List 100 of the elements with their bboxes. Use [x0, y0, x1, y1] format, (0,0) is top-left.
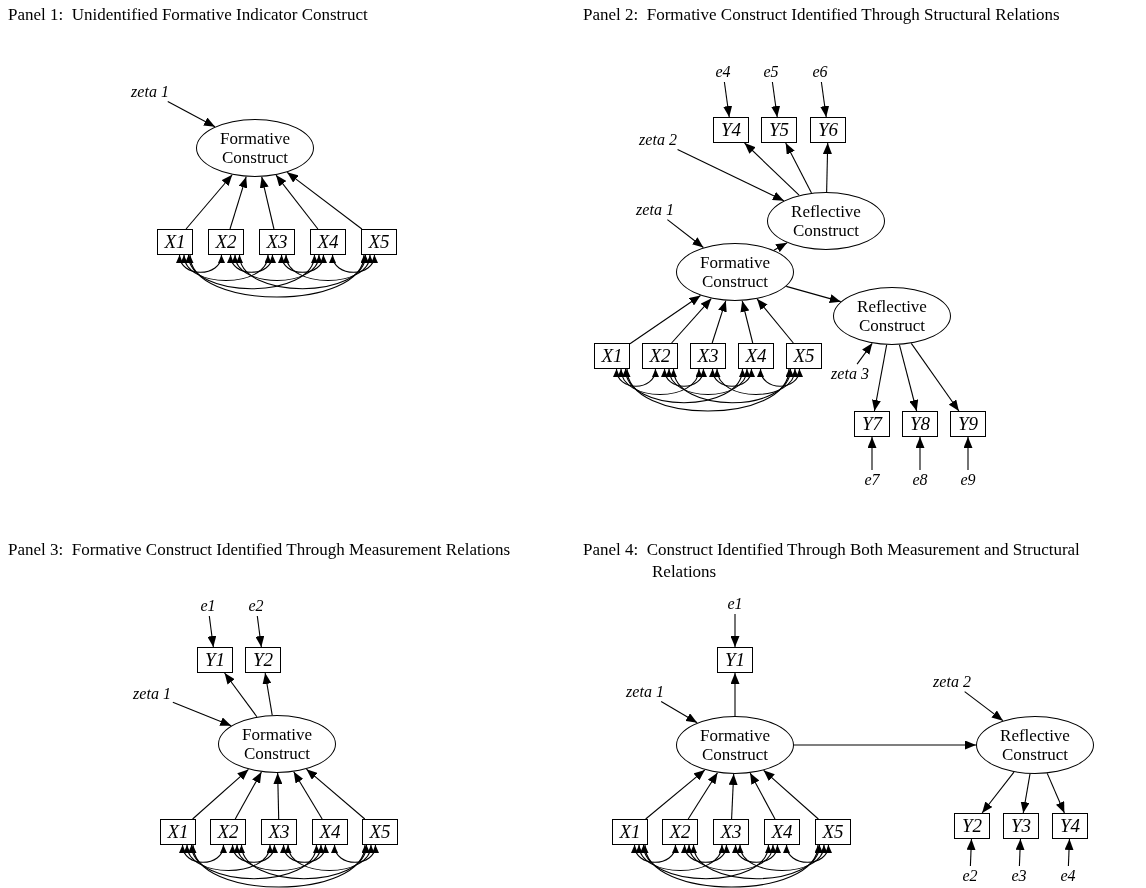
variable-box: Y2	[954, 813, 990, 839]
arrow	[730, 613, 740, 648]
error-term-label: e2	[247, 597, 265, 615]
variable-box: X2	[642, 343, 678, 369]
variable-box: Y9	[950, 411, 986, 437]
arrow	[867, 436, 877, 471]
covariance-arc	[180, 844, 226, 863]
variable-box: X2	[662, 819, 698, 845]
covariance-arc	[182, 254, 270, 282]
error-term-label: e8	[911, 471, 929, 489]
covariance-arc	[738, 844, 826, 872]
arrow	[872, 344, 888, 412]
arrow	[711, 300, 727, 344]
variable-box: X4	[738, 343, 774, 369]
covariance-arc	[643, 844, 820, 888]
covariance-arc	[687, 844, 775, 872]
variable-box: X4	[764, 819, 800, 845]
error-term-label: zeta 2	[932, 673, 972, 691]
error-term-label: e3	[1010, 867, 1028, 885]
arrow	[273, 772, 283, 820]
variable-box: Y1	[197, 647, 233, 673]
variable-box: X5	[362, 819, 398, 845]
arrow	[966, 838, 976, 867]
arrow	[749, 772, 776, 820]
covariance-arc	[186, 254, 317, 290]
variable-box: Y3	[1003, 813, 1039, 839]
variable-box: X4	[310, 229, 346, 255]
error-term-label: zeta 3	[830, 365, 870, 383]
arrow	[915, 436, 925, 471]
covariance-arc	[230, 844, 277, 863]
arrow	[785, 142, 813, 194]
arrow	[1015, 838, 1025, 867]
error-term-label: e6	[811, 63, 829, 81]
arrow	[964, 691, 1004, 722]
variable-box: X3	[261, 819, 297, 845]
covariance-arc	[667, 368, 749, 396]
variable-box: X1	[157, 229, 193, 255]
variable-box: Y4	[713, 117, 749, 143]
variable-box: X3	[259, 229, 295, 255]
arrow	[771, 81, 781, 118]
arrow	[172, 701, 232, 727]
covariance-arc	[239, 844, 369, 880]
covariance-arc	[279, 254, 326, 273]
error-term-label: e4	[1059, 867, 1077, 885]
variable-box: Y4	[1052, 813, 1088, 839]
error-term-label: e1	[199, 597, 217, 615]
error-term-label: e2	[961, 867, 979, 885]
error-term-label: zeta 1	[130, 83, 170, 101]
covariance-arc	[632, 844, 678, 863]
arrow	[185, 174, 233, 230]
covariance-arc	[332, 844, 378, 863]
construct-ellipse: Formative Construct	[676, 716, 794, 774]
error-term-label: e1	[726, 595, 744, 613]
panel-title: Panel 2: Formative Construct Identified Through Structural Relations	[583, 4, 1061, 26]
variable-box: X5	[815, 819, 851, 845]
arrow	[255, 615, 265, 648]
variable-box: X1	[612, 819, 648, 845]
error-term-label: zeta 1	[132, 685, 172, 703]
arrow	[744, 142, 800, 196]
arrow	[820, 81, 830, 118]
arrow	[645, 769, 706, 820]
error-term-label: e7	[863, 471, 881, 489]
covariance-arc	[286, 844, 373, 872]
covariance-arc	[330, 254, 377, 273]
variable-box: Y2	[245, 647, 281, 673]
arrow	[286, 171, 363, 230]
variable-box: Y7	[854, 411, 890, 437]
covariance-arc	[235, 844, 323, 872]
arrow	[167, 100, 216, 128]
arrow	[192, 768, 249, 820]
covariance-arc	[233, 254, 321, 282]
covariance-arc	[189, 844, 319, 880]
panel-title: Panel 4: Construct Identified Through Both Measurement and Structural Relations	[583, 539, 1081, 583]
construct-ellipse: Reflective Construct	[833, 287, 951, 345]
covariance-arc	[281, 844, 328, 863]
construct-ellipse: Reflective Construct	[767, 192, 885, 250]
error-term-label: zeta 2	[638, 131, 678, 149]
arrow	[898, 344, 919, 412]
variable-box: X3	[690, 343, 726, 369]
covariance-arc	[191, 844, 367, 888]
variable-box: Y8	[902, 411, 938, 437]
arrow	[660, 700, 698, 724]
covariance-arc	[228, 254, 275, 273]
covariance-arc	[682, 844, 729, 863]
arrow	[793, 740, 977, 750]
covariance-arc	[641, 844, 771, 880]
variable-box: X3	[713, 819, 749, 845]
variable-box: Y6	[810, 117, 846, 143]
arrow	[1046, 772, 1065, 814]
covariance-arc	[619, 368, 701, 396]
covariance-arc	[710, 368, 754, 387]
covariance-arc	[177, 254, 224, 273]
arrow	[730, 672, 740, 717]
variable-box: Y1	[717, 647, 753, 673]
covariance-arc	[623, 368, 745, 404]
construct-ellipse: Formative Construct	[196, 119, 314, 177]
construct-ellipse: Formative Construct	[676, 243, 794, 301]
covariance-arc	[625, 368, 791, 412]
covariance-arc	[614, 368, 658, 387]
variable-box: X1	[594, 343, 630, 369]
